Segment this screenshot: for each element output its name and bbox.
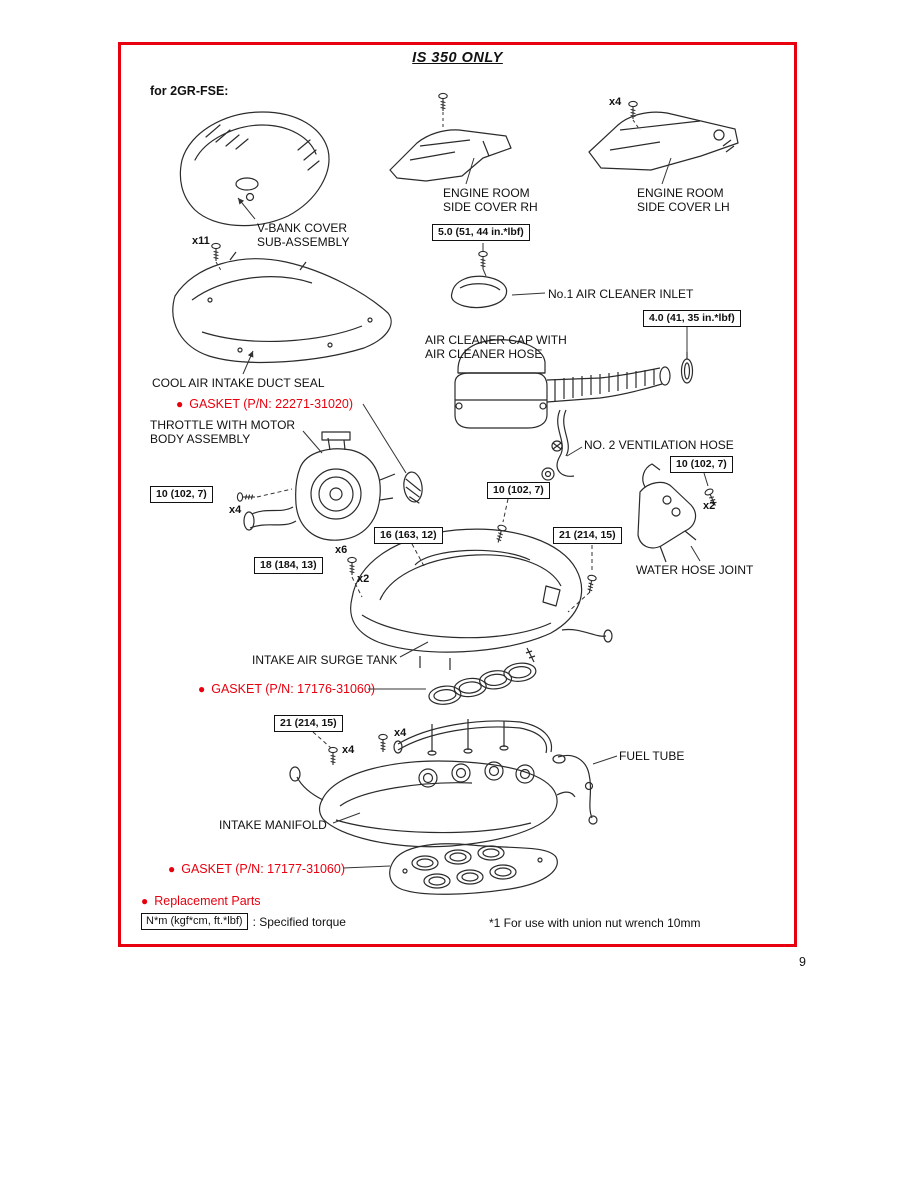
label-surge-tank: INTAKE AIR SURGE TANK (252, 653, 398, 667)
footnote-union-nut: *1 For use with union nut wrench 10mm (489, 916, 701, 930)
multiplier-x11-duct: x11 (192, 235, 210, 247)
gasket-2-label: GASKET (P/N: 17176-31060) (211, 682, 375, 696)
label-engine-room-cover-lh: ENGINE ROOM SIDE COVER LH (637, 186, 730, 214)
page-border (118, 42, 797, 947)
page-number: 9 (799, 955, 806, 969)
engine-variant-heading: for 2GR-FSE: (150, 84, 229, 98)
gasket-callout-3: ● GASKET (P/N: 17177-31060) (168, 862, 345, 876)
torque-box-16: 16 (163, 12) (374, 527, 443, 544)
replacement-parts-label: Replacement Parts (154, 894, 261, 908)
torque-box-18: 18 (184, 13) (254, 557, 323, 574)
label-cool-air-duct-seal: COOL AIR INTAKE DUCT SEAL (152, 376, 325, 390)
torque-unit-box: N*m (kgf*cm, ft.*lbf) (141, 913, 248, 930)
torque-box-10-right: 10 (102, 7) (670, 456, 733, 473)
page-title: IS 350 ONLY (412, 50, 503, 66)
label-fuel-tube: FUEL TUBE (619, 749, 685, 763)
multiplier-x4-rail-a: x4 (394, 727, 407, 739)
label-water-hose-joint: WATER HOSE JOINT (636, 563, 754, 577)
torque-legend: N*m (kgf*cm, ft.*lbf) : Specified torque (141, 913, 346, 930)
gasket-3-label: GASKET (P/N: 17177-31060) (181, 862, 345, 876)
red-bullet-icon: ● (176, 397, 184, 411)
torque-box-10-left: 10 (102, 7) (150, 486, 213, 503)
red-bullet-icon: ● (168, 862, 176, 876)
torque-box-21-lower: 21 (214, 15) (274, 715, 343, 732)
gasket-1-label: GASKET (P/N: 22271-31020) (189, 397, 353, 411)
torque-box-4-0: 4.0 (41, 35 in.*lbf) (643, 310, 741, 327)
multiplier-x2-surge: x2 (357, 573, 370, 585)
multiplier-x4-lh-cover: x4 (609, 96, 622, 108)
torque-box-21-upper: 21 (214, 15) (553, 527, 622, 544)
red-bullet-icon: ● (141, 894, 149, 908)
torque-legend-text: : Specified torque (252, 914, 346, 929)
gasket-callout-2: ● GASKET (P/N: 17176-31060) (198, 682, 375, 696)
multiplier-x4-rail-b: x4 (342, 744, 355, 756)
label-vbank-cover: V-BANK COVER SUB-ASSEMBLY (257, 221, 350, 249)
label-intake-manifold: INTAKE MANIFOLD (219, 818, 327, 832)
label-ventilation-hose: NO. 2 VENTILATION HOSE (584, 438, 734, 452)
label-throttle-body: THROTTLE WITH MOTOR BODY ASSEMBLY (150, 418, 296, 446)
label-engine-room-cover-rh: ENGINE ROOM SIDE COVER RH (443, 186, 538, 214)
label-air-cleaner-inlet: No.1 AIR CLEANER INLET (548, 287, 694, 301)
multiplier-x4-throttle: x4 (229, 504, 242, 516)
label-air-cleaner-cap: AIR CLEANER CAP WITH AIR CLEANER HOSE (425, 333, 567, 361)
torque-box-5-0: 5.0 (51, 44 in.*lbf) (432, 224, 530, 241)
multiplier-x6-surge: x6 (335, 544, 348, 556)
multiplier-x2-water: x2 (703, 500, 716, 512)
gasket-callout-1: ● GASKET (P/N: 22271-31020) (176, 397, 353, 411)
red-bullet-icon: ● (198, 682, 206, 696)
torque-box-10-center: 10 (102, 7) (487, 482, 550, 499)
replacement-parts-legend: ● Replacement Parts (141, 894, 261, 908)
